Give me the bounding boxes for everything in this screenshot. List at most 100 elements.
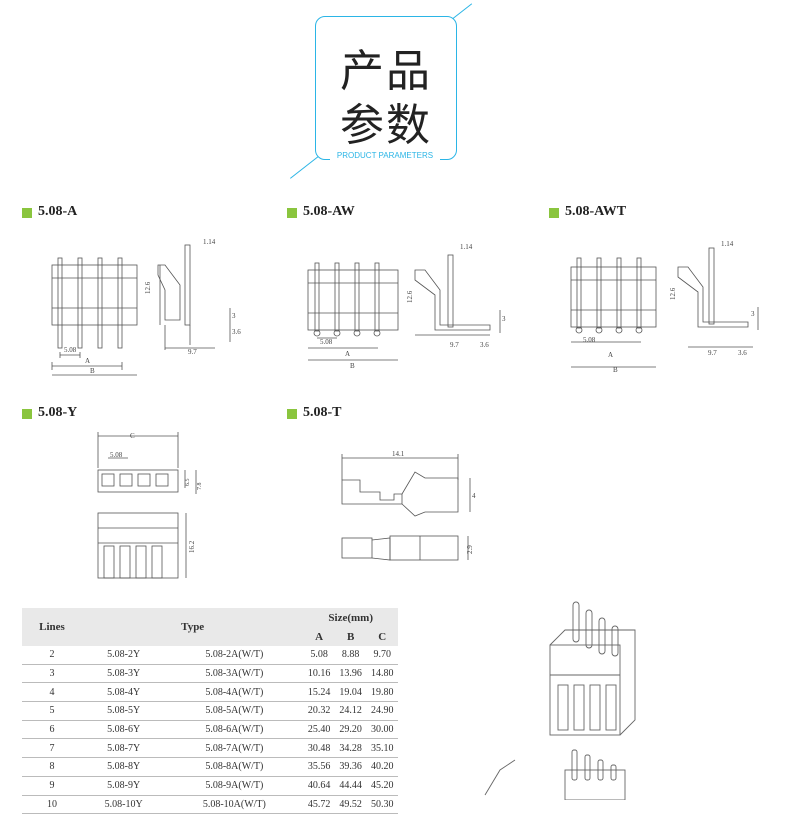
dim-label: 3 bbox=[502, 315, 506, 323]
page-title-line1: 产品 bbox=[340, 46, 432, 97]
dim-label: 7.8 bbox=[197, 483, 203, 491]
dim-label: 12.6 bbox=[144, 281, 152, 294]
cell-size-b: 24.12 bbox=[334, 701, 367, 721]
dim-label: 12.6 bbox=[406, 290, 414, 303]
section-bullet bbox=[287, 208, 297, 218]
col-header-size: Size(mm) bbox=[303, 608, 398, 627]
drawing-5-08-aw: 1.14 12.6 3 9.7 3.6 5.08 A B bbox=[307, 243, 506, 370]
cell-size-a: 10.16 bbox=[303, 664, 335, 684]
dim-label: 9.7 bbox=[450, 341, 459, 349]
col-header-lines: Lines bbox=[22, 608, 82, 646]
cell-size-c: 45.20 bbox=[366, 776, 398, 796]
dim-label: 12.6 bbox=[669, 287, 677, 300]
cell-type-y: 5.08-5Y bbox=[82, 701, 166, 721]
dim-label: 3.6 bbox=[232, 328, 241, 336]
cell-size-c: 24.90 bbox=[366, 701, 398, 721]
drawing-5-08-t: 14.1 4 2.9 bbox=[341, 450, 476, 561]
cell-size-a: 35.56 bbox=[303, 757, 335, 777]
spec-table-body: 2 5.08-2Y 5.08-2A(W/T) 5.08 8.88 9.70 3 … bbox=[22, 646, 398, 814]
cell-size-c: 40.20 bbox=[366, 757, 398, 777]
cell-type-y: 5.08-9Y bbox=[82, 776, 166, 796]
dim-label: 3 bbox=[751, 310, 755, 318]
dim-label: 5.08 bbox=[64, 346, 77, 354]
dim-label: 5.08 bbox=[320, 338, 333, 346]
cell-size-a: 20.32 bbox=[303, 701, 335, 721]
cell-lines: 7 bbox=[22, 738, 82, 759]
cell-size-a: 45.72 bbox=[303, 795, 335, 814]
table-row: 8 5.08-8Y 5.08-8A(W/T) 35.56 39.36 40.20 bbox=[22, 757, 398, 777]
drawing-5-08-a: 1.14 12.6 3 3.6 9.7 5.08 A B bbox=[51, 238, 241, 376]
cell-size-a: 30.48 bbox=[303, 738, 335, 759]
table-row: 7 5.08-7Y 5.08-7A(W/T) 30.48 34.28 35.10 bbox=[22, 738, 398, 759]
cell-type-y: 5.08-7Y bbox=[82, 738, 166, 759]
cell-type-a: 5.08-2A(W/T) bbox=[165, 646, 304, 665]
table-row: 5 5.08-5Y 5.08-5A(W/T) 20.32 24.12 24.90 bbox=[22, 701, 398, 721]
dim-label: 9.7 bbox=[708, 349, 717, 357]
cell-size-c: 14.80 bbox=[366, 664, 398, 684]
dim-label: 3.6 bbox=[738, 349, 747, 357]
dim-label: 9.7 bbox=[188, 348, 197, 356]
dim-label: 16.2 bbox=[188, 540, 196, 553]
cell-size-c: 19.80 bbox=[366, 682, 398, 703]
dim-label: 3 bbox=[232, 312, 236, 320]
cell-size-a: 25.40 bbox=[303, 720, 335, 740]
cell-type-a: 5.08-10A(W/T) bbox=[165, 795, 304, 814]
cell-size-b: 13.96 bbox=[334, 664, 367, 684]
title-box: 产品 参数 bbox=[315, 16, 457, 160]
col-header-type: Type bbox=[82, 608, 304, 646]
section-bullet bbox=[22, 208, 32, 218]
connector-illustration bbox=[484, 601, 636, 800]
cell-type-a: 5.08-4A(W/T) bbox=[165, 682, 304, 703]
cell-size-c: 30.00 bbox=[366, 720, 398, 740]
dim-label: A bbox=[345, 350, 350, 358]
table-row: 6 5.08-6Y 5.08-6A(W/T) 25.40 29.20 30.00 bbox=[22, 720, 398, 740]
page-subtitle: PRODUCT PARAMETERS bbox=[330, 151, 440, 160]
cell-size-b: 39.36 bbox=[334, 757, 367, 777]
section-title-a: 5.08-A bbox=[38, 204, 78, 219]
col-header-a: A bbox=[303, 627, 335, 646]
cell-size-c: 50.30 bbox=[366, 795, 398, 814]
cell-size-b: 34.28 bbox=[334, 738, 367, 759]
cell-size-c: 9.70 bbox=[366, 646, 398, 665]
dim-label: 5.08 bbox=[583, 336, 596, 344]
dim-label: 14.1 bbox=[392, 450, 405, 458]
section-bullet bbox=[22, 409, 32, 419]
cell-size-b: 29.20 bbox=[334, 720, 367, 740]
table-row: 10 5.08-10Y 5.08-10A(W/T) 45.72 49.52 50… bbox=[22, 795, 398, 814]
cell-size-a: 15.24 bbox=[303, 682, 335, 703]
drawing-5-08-awt: 1.14 12.6 3 9.7 3.6 5.08 A B bbox=[570, 240, 759, 374]
cell-lines: 9 bbox=[22, 776, 82, 796]
dim-label: 6.5 bbox=[185, 479, 191, 487]
section-title-awt: 5.08-AWT bbox=[565, 204, 627, 219]
cell-type-y: 5.08-2Y bbox=[82, 646, 166, 665]
cell-lines: 10 bbox=[22, 795, 82, 814]
cell-type-a: 5.08-3A(W/T) bbox=[165, 664, 304, 684]
cell-size-c: 35.10 bbox=[366, 738, 398, 759]
cell-type-y: 5.08-4Y bbox=[82, 682, 166, 703]
cell-type-a: 5.08-9A(W/T) bbox=[165, 776, 304, 796]
table-row: 9 5.08-9Y 5.08-9A(W/T) 40.64 44.44 45.20 bbox=[22, 776, 398, 796]
dim-label: A bbox=[85, 357, 90, 365]
cell-type-y: 5.08-3Y bbox=[82, 664, 166, 684]
cell-lines: 8 bbox=[22, 757, 82, 777]
dim-label: 1.14 bbox=[721, 240, 734, 248]
cell-size-b: 19.04 bbox=[334, 682, 367, 703]
cell-size-b: 49.52 bbox=[334, 795, 367, 814]
dim-label: C bbox=[130, 432, 135, 440]
cell-lines: 2 bbox=[22, 646, 82, 665]
dim-label: B bbox=[613, 366, 618, 374]
dim-label: 5.08 bbox=[110, 451, 123, 459]
dim-label: 4 bbox=[472, 492, 476, 500]
cell-type-y: 5.08-6Y bbox=[82, 720, 166, 740]
col-header-c: C bbox=[366, 627, 398, 646]
table-row: 2 5.08-2Y 5.08-2A(W/T) 5.08 8.88 9.70 bbox=[22, 646, 398, 665]
cell-size-b: 8.88 bbox=[334, 646, 367, 665]
dim-label: B bbox=[90, 367, 95, 375]
section-title-t: 5.08-T bbox=[303, 405, 342, 420]
dim-label: 2.9 bbox=[466, 545, 474, 554]
cell-lines: 4 bbox=[22, 682, 82, 703]
cell-type-a: 5.08-5A(W/T) bbox=[165, 701, 304, 721]
table-row: 3 5.08-3Y 5.08-3A(W/T) 10.16 13.96 14.80 bbox=[22, 664, 398, 684]
cell-lines: 6 bbox=[22, 720, 82, 740]
cell-type-a: 5.08-8A(W/T) bbox=[165, 757, 304, 777]
